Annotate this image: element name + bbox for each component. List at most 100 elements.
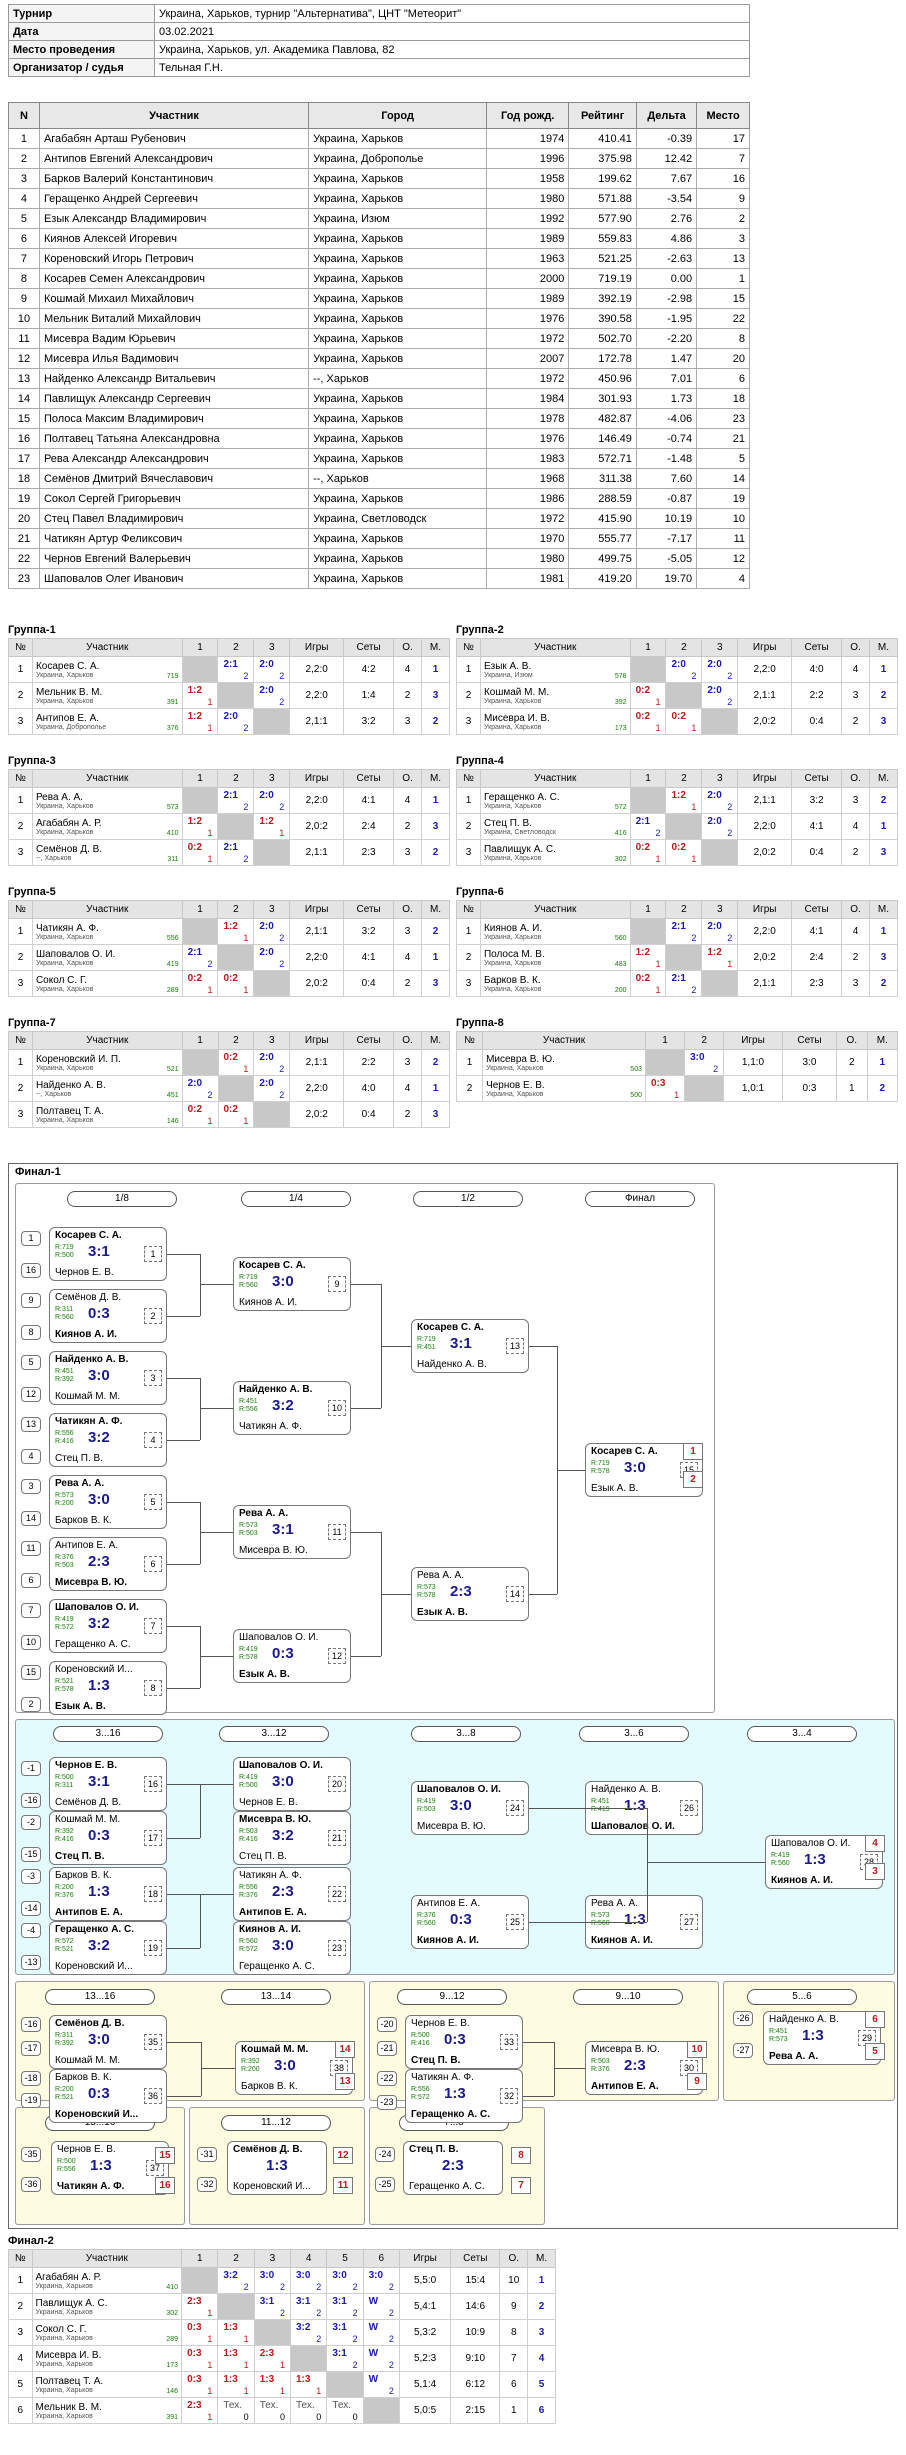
games: 2,1:1	[737, 787, 793, 814]
diagonal-cell	[253, 1101, 291, 1128]
group-column-header: М.	[868, 900, 899, 919]
round-header: 1/8	[67, 1191, 177, 1207]
player-2-rating: R:560	[239, 1282, 258, 1289]
row-number: 1	[456, 787, 481, 814]
participant-name: Мисевра И. В.	[35, 2349, 102, 2361]
score-value: Тех.	[332, 2400, 351, 2411]
points: 3	[393, 708, 422, 735]
seed-number: -31	[197, 2147, 217, 2162]
match-player-2: Чернов Е. В.	[239, 1797, 298, 1808]
sets: 4:1	[343, 944, 395, 971]
score-value: 0:3	[187, 2322, 202, 2333]
group-column-header: О.	[841, 900, 870, 919]
player-cell: Украина, Харьков	[308, 188, 488, 209]
player-cell: 288.59	[568, 488, 637, 509]
seed-number: -19	[21, 2093, 41, 2108]
group-title: Группа-5	[8, 886, 56, 898]
match-player-2: Геращенко А. С.	[55, 1639, 131, 1650]
column-header: Город	[308, 102, 488, 129]
player-cell: Украина, Доброполье	[308, 148, 488, 169]
round-header: 9...12	[397, 1989, 507, 2005]
participant-rating: 302	[166, 2310, 179, 2317]
place: 2	[421, 1049, 450, 1076]
participant-name: Мисевра В. Ю.	[486, 1053, 555, 1065]
match-player-1: Барков В. К.	[55, 2072, 112, 2083]
sets: 0:4	[343, 970, 395, 997]
player-1-rating: R:719	[591, 1460, 610, 1467]
score-value: 2:1	[671, 921, 686, 932]
player-cell: 19	[696, 488, 750, 509]
participant-rating: 556	[166, 935, 179, 942]
player-cell: 1976	[486, 308, 570, 329]
final-2-title: Финал-2	[8, 2235, 54, 2247]
score-value: 0:2	[635, 842, 651, 853]
final-1-title: Финал-1	[15, 1166, 61, 1178]
player-1-rating: R:503	[239, 1828, 258, 1835]
place: 2	[868, 682, 899, 709]
row-number: 1	[8, 656, 33, 683]
group-column-header: 1	[629, 769, 667, 788]
diagonal-cell	[289, 2345, 328, 2372]
player-cell: Украина, Харьков	[308, 548, 488, 569]
match-number: 7	[144, 1618, 162, 1634]
bracket-line	[200, 1532, 233, 1533]
player-1-rating: R:311	[55, 1306, 74, 1313]
sets: 2:4	[791, 944, 843, 971]
participant-name: Павлищук А. С.	[483, 843, 556, 855]
points: 3	[393, 1049, 423, 1076]
bracket-line	[200, 1254, 201, 1316]
group-column-header: Участник	[479, 900, 631, 919]
info-value: 03.02.2021	[154, 22, 750, 41]
player-1-rating: R:451	[239, 1398, 258, 1405]
row-number: 3	[8, 708, 33, 735]
player-cell: 22	[8, 548, 40, 569]
row-number: 1	[8, 787, 33, 814]
participant-name: Рева А. А.	[35, 791, 83, 803]
match-number: 36	[144, 2088, 162, 2104]
player-1-rating: R:500	[57, 2158, 76, 2165]
player-cell: 8	[8, 268, 40, 289]
match-player-2: Стец П. В.	[239, 1851, 287, 1862]
match-player-1: Чатикян А. Ф.	[55, 1416, 123, 1427]
match-number: 11	[328, 1524, 346, 1540]
player-cell: 2	[696, 208, 750, 229]
sets: 9:10	[450, 2345, 501, 2372]
participant-rating: 719	[166, 673, 179, 680]
bracket-line	[523, 2096, 554, 2097]
participant-rating: 560	[614, 935, 627, 942]
score-value: 2:3	[187, 2400, 202, 2411]
points: 9	[499, 2293, 529, 2320]
player-1-rating: R:573	[417, 1584, 436, 1591]
player-2-rating: R:416	[411, 2040, 430, 2047]
score-points: 1	[243, 2334, 249, 2344]
group-column-header: 2	[217, 900, 255, 919]
row-number: 3	[456, 970, 481, 997]
score-points: 0	[316, 2412, 322, 2422]
player-cell: 1989	[486, 228, 570, 249]
score-value: 0:2	[187, 973, 203, 984]
place: 4	[527, 2345, 556, 2372]
final-2-column-header: 2	[217, 2249, 255, 2268]
games: 2,0:2	[737, 944, 793, 971]
score-cell: Тех.0	[326, 2397, 364, 2424]
points: 4	[393, 1075, 423, 1102]
player-2-rating: R:578	[239, 1654, 258, 1661]
player-cell: 390.58	[568, 308, 637, 329]
row-number: 4	[8, 2345, 33, 2372]
participant-name: Агабабян А. Р.	[35, 817, 102, 829]
